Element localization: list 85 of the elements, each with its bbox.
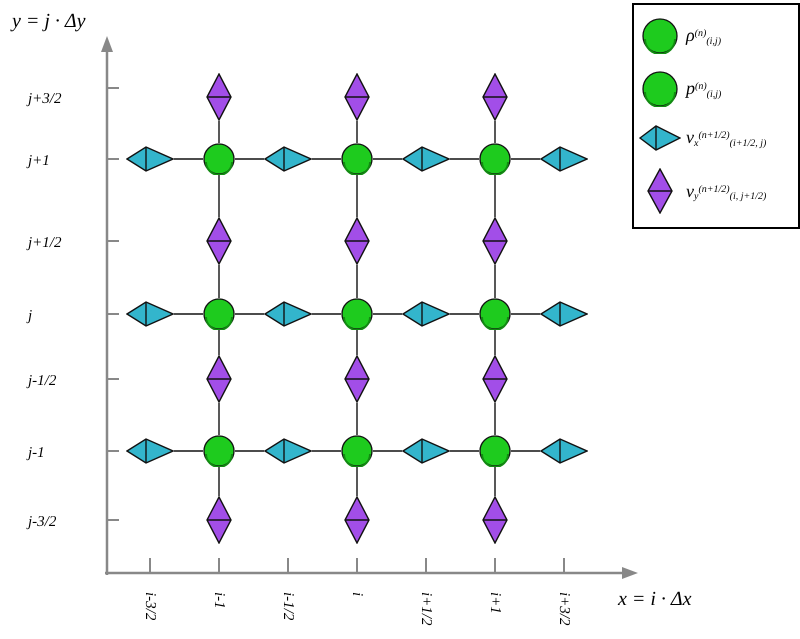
diamond-marker [540,301,588,327]
circle-marker [203,143,235,175]
diamond-marker [126,146,174,172]
connector-line [494,467,496,496]
diamond-marker [344,496,370,544]
tick-label: i-3/2 [142,592,158,620]
circle-marker [479,143,511,175]
circle-marker [203,435,235,467]
diamond-marker [402,438,450,464]
connector-line [218,121,220,143]
diamond-marker [206,73,232,121]
diamond-marker [344,217,370,265]
diamond-marker [264,146,312,172]
connector-line [356,467,358,496]
connector-line [312,158,341,160]
connector-line [218,265,220,298]
connector-line [373,313,402,315]
tick-label: j-1 [28,444,45,463]
diamond-marker [482,355,508,403]
connector-line [174,450,203,452]
connector-line [235,450,264,452]
diamond-marker [402,146,450,172]
tick-label: i+1/2 [418,592,434,626]
tick-label: j+3/2 [28,90,62,109]
connector-line [356,330,358,355]
connector-line [494,175,496,217]
connector-line [312,313,341,315]
connector-line [373,450,402,452]
connector-line [511,313,540,315]
diamond-marker [344,355,370,403]
connector-line [218,403,220,435]
connector-line [450,450,479,452]
connector-line [494,403,496,435]
connector-line [494,265,496,298]
axis-title: x = i · Δx [618,587,692,612]
diamond-marker [126,301,174,327]
connector-line [235,313,264,315]
diamond-marker [126,438,174,464]
diamond-marker [402,301,450,327]
tick-label: j+1/2 [28,234,62,253]
diamond-marker [206,217,232,265]
tick-label: i+3/2 [556,592,572,626]
connector-line [494,330,496,355]
circle-marker [479,298,511,330]
diamond-marker [482,73,508,121]
tick-label: j [28,307,32,326]
connector-line [356,175,358,217]
connector-line [450,158,479,160]
tick-label: i [349,592,365,596]
circle-marker [341,143,373,175]
connector-line [218,467,220,496]
circle-marker [479,435,511,467]
diamond-marker [482,217,508,265]
circle-marker [203,298,235,330]
connector-line [235,158,264,160]
tick-label: i-1 [211,592,227,609]
diamond-marker [264,301,312,327]
diamond-marker [540,438,588,464]
connector-line [356,403,358,435]
tick-label: i-1/2 [280,592,296,620]
axis-title: y = j · Δy [12,9,86,34]
tick-label: j-1/2 [28,372,56,391]
connector-line [312,450,341,452]
diamond-marker [344,73,370,121]
connector-line [494,121,496,143]
circle-marker [341,298,373,330]
connector-line [511,158,540,160]
tick-label: j+1 [28,152,50,171]
connector-line [174,158,203,160]
connector-line [218,175,220,217]
diamond-marker [482,496,508,544]
connector-line [450,313,479,315]
connector-line [511,450,540,452]
diamond-marker [264,438,312,464]
tick-label: i+1 [487,592,503,614]
connector-line [373,158,402,160]
connector-line [356,265,358,298]
diamond-marker [206,496,232,544]
connector-line [218,330,220,355]
tick-label: j-3/2 [28,513,56,532]
circle-marker [341,435,373,467]
diamond-marker [206,355,232,403]
connector-line [356,121,358,143]
connector-line [174,313,203,315]
diamond-marker [540,146,588,172]
